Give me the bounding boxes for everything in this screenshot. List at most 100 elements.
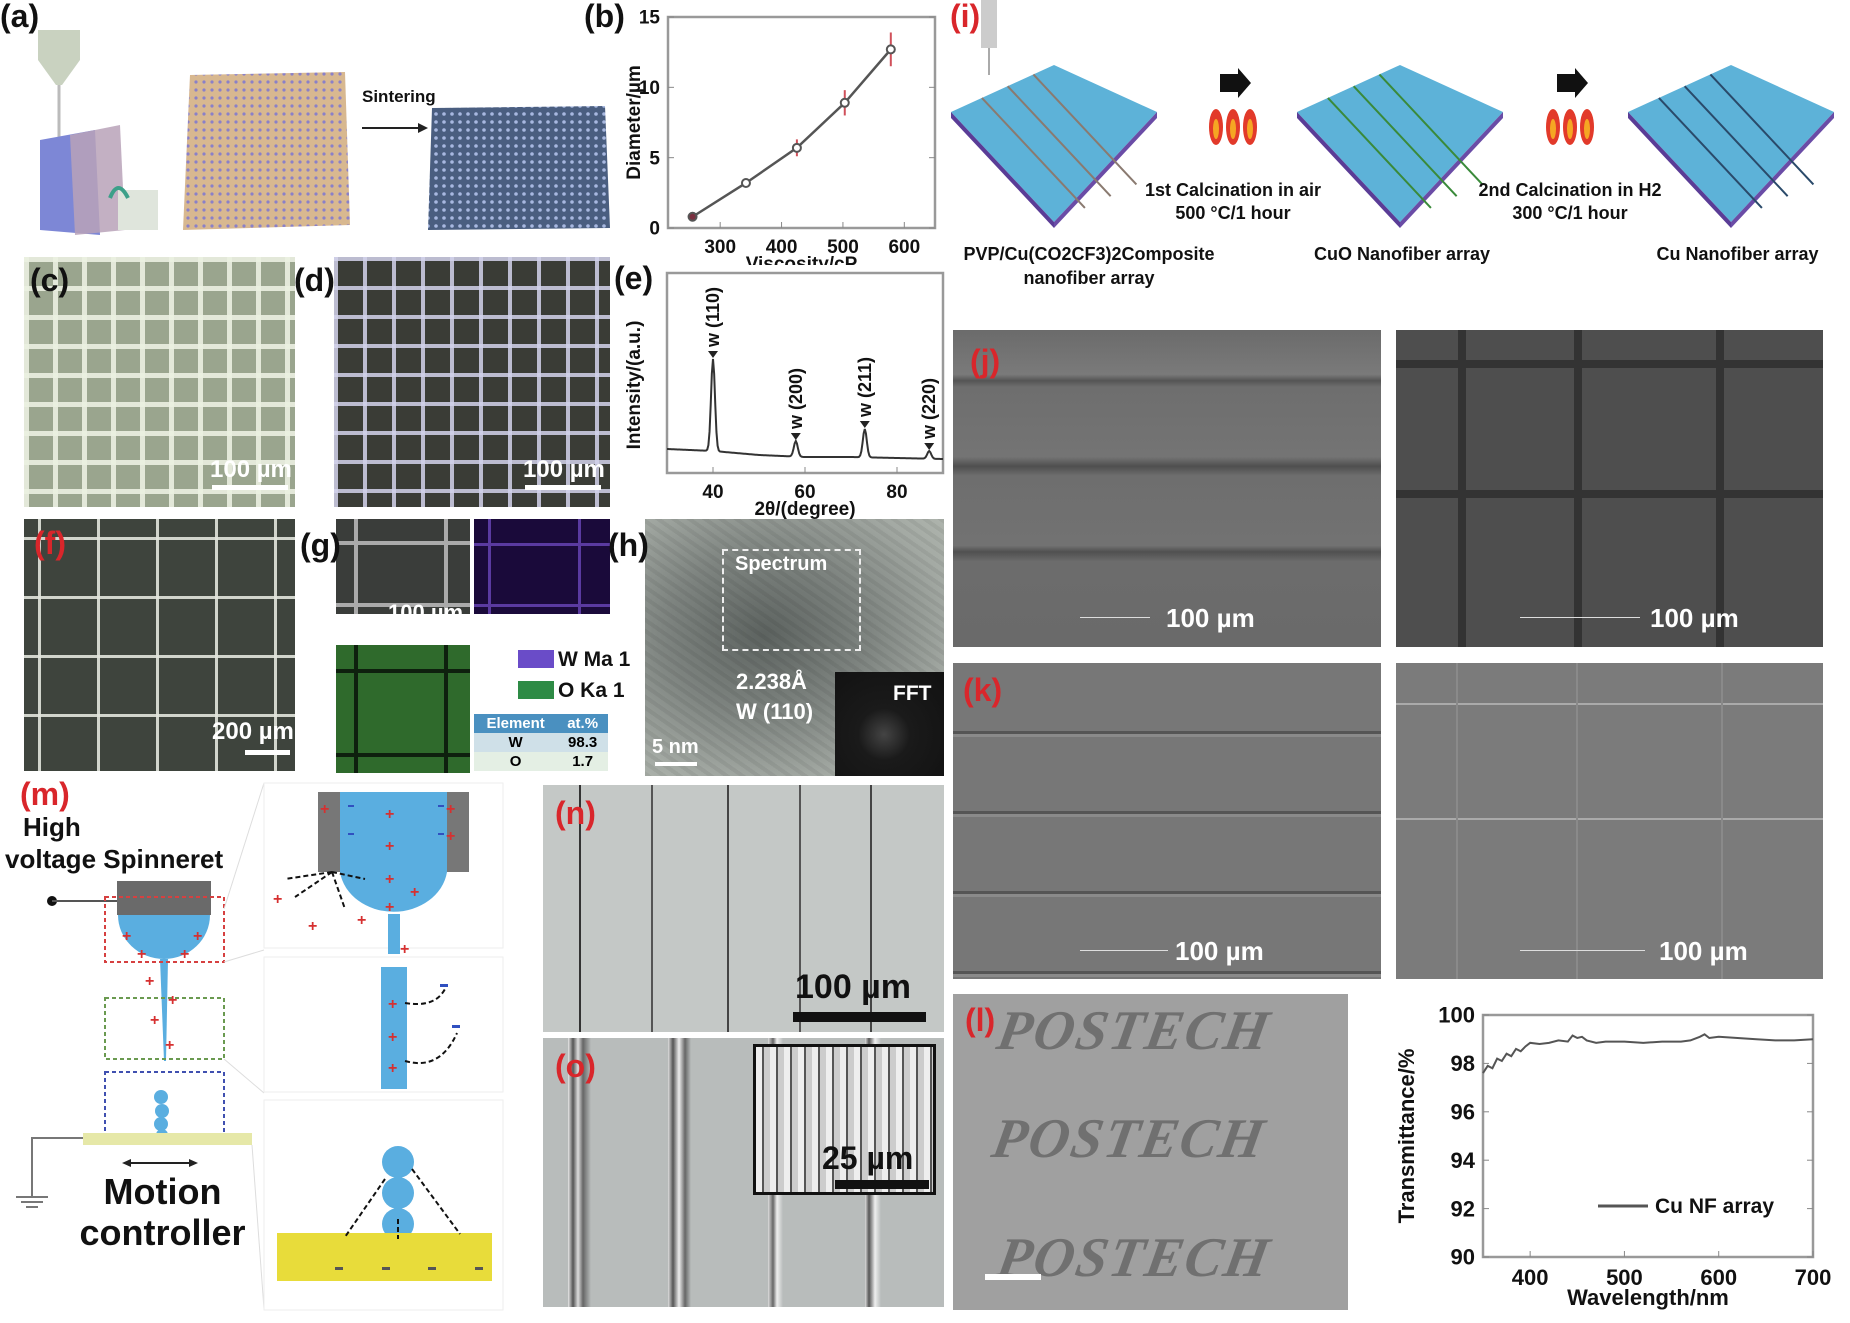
data-point <box>740 177 751 188</box>
x-tick-label: 600 <box>1700 1265 1737 1290</box>
nanofiber-line <box>1327 97 1432 209</box>
sem-image-j-right <box>1396 330 1823 647</box>
nanofiber-line <box>1658 97 1763 209</box>
svg-text:+: + <box>446 828 455 845</box>
svg-text:+: + <box>122 928 131 945</box>
postech-logo: POSTECH <box>987 1108 1271 1170</box>
plane-label: W (110) <box>736 699 814 724</box>
substrate-edge <box>951 112 1054 228</box>
svg-text:+: + <box>168 992 177 1009</box>
y-tick-label: 0 <box>649 219 660 240</box>
inset-o <box>753 1044 936 1195</box>
x-tick-label: 400 <box>1512 1265 1549 1290</box>
legend-label: Cu NF array <box>1655 1195 1774 1218</box>
data-point <box>687 211 698 222</box>
stage1-line1: PVP/Cu(CO2CF3)2Composite <box>963 244 1215 264</box>
svg-text:+: + <box>385 838 394 855</box>
scale-label-c: 100 µm <box>210 456 292 483</box>
collector-plate <box>277 1233 492 1281</box>
motion-label-line2: controller <box>79 1212 246 1253</box>
svg-text:+: + <box>193 928 202 945</box>
substrate-edge <box>1731 112 1834 228</box>
panel-label-d: (d) <box>294 262 335 298</box>
flame-icon <box>1546 109 1594 145</box>
nanofiber-line <box>1378 73 1484 186</box>
plot-frame <box>1481 1013 1815 1259</box>
micrograph-f <box>24 519 295 771</box>
w-map-g <box>474 519 610 614</box>
scale-bar-k-right <box>1520 950 1645 951</box>
substrate-edge <box>1628 112 1731 228</box>
nanofiber-line <box>1032 73 1138 186</box>
scale-label-f: 200 µm <box>212 718 294 745</box>
nanofiber-line <box>1709 73 1815 186</box>
data-point <box>791 142 802 153</box>
panel-label-c: (c) <box>30 262 70 298</box>
svg-text:+: + <box>273 891 282 908</box>
peak-label: w (211) <box>855 357 875 418</box>
y-tick-label: 90 <box>1451 1245 1475 1270</box>
scale-label-j-left: 100 µm <box>1166 603 1255 633</box>
svg-text:+: + <box>385 899 394 916</box>
syringe-icon <box>38 30 80 60</box>
x-tick-label: 500 <box>1606 1265 1643 1290</box>
y-tick-label: 98 <box>1451 1051 1475 1076</box>
x-axis-label: Viscosity/cP <box>746 254 858 265</box>
panel-label-n: (n) <box>555 795 596 831</box>
scale-bar-k-left <box>1080 950 1168 951</box>
legend-label-o: O Ka 1 <box>558 679 625 702</box>
scale-bar-c <box>212 485 288 490</box>
stage3-label: Cu Nanofiber array <box>1656 244 1819 264</box>
scale-label-g: 100 µm <box>388 600 464 625</box>
svg-text:+: + <box>165 1037 174 1054</box>
micrograph-d <box>334 257 610 507</box>
svg-text:+: + <box>180 946 189 963</box>
substrate-slab <box>1297 65 1503 222</box>
x-tick-label: 40 <box>702 482 723 503</box>
x-tick-label: 400 <box>766 237 798 258</box>
spinneret-label-line2: voltage Spinneret <box>5 844 224 874</box>
xrd-pattern <box>666 358 944 460</box>
sintering-label: Sintering <box>362 87 436 106</box>
scale-bar-g <box>405 630 453 634</box>
panel-label-b: (b) <box>584 0 625 34</box>
scale-bar-n <box>793 1012 926 1022</box>
panel-label-j: (j) <box>970 343 1001 379</box>
stage2-label: CuO Nanofiber array <box>1313 244 1491 264</box>
y-axis-label: Intensity/(a.u.) <box>624 321 645 450</box>
y-axis-label: Transmittance/% <box>1394 1049 1419 1224</box>
ground-icon <box>16 1196 48 1208</box>
data-point <box>885 44 896 55</box>
photo-l: POSTECH POSTECH POSTECH <box>953 994 1348 1310</box>
scale-label-j-right: 100 µm <box>1650 603 1739 633</box>
sem-image-g <box>336 519 470 614</box>
scale-bar-o <box>835 1180 929 1189</box>
green-mesh <box>183 72 350 230</box>
y-tick-label: 5 <box>649 148 660 169</box>
spinneret-label-line1: High <box>23 812 81 842</box>
table-cell: O <box>509 753 522 770</box>
x-tick-label: 600 <box>888 237 920 258</box>
scale-bar-d <box>525 485 601 490</box>
d-spacing-label: 2.238Å <box>736 669 807 694</box>
x-tick-label: 60 <box>794 482 815 503</box>
y-tick-label: 15 <box>639 8 661 29</box>
sem-image-j-left <box>953 330 1381 647</box>
panel-label-e: (e) <box>614 260 654 296</box>
svg-text:+: + <box>357 912 366 929</box>
panel-i-schematic <box>951 0 1834 228</box>
fft-inset <box>835 672 944 776</box>
panel-label-m: (m) <box>20 776 70 812</box>
panel-label-h: (h) <box>608 527 649 563</box>
scale-label-d: 100 µm <box>523 456 605 483</box>
svg-text:+: + <box>150 1012 159 1029</box>
substrate-slab <box>951 65 1157 222</box>
panel-label-k: (k) <box>963 672 1003 708</box>
x-tick-label: 300 <box>704 237 736 258</box>
table-header: Element <box>486 715 545 732</box>
x-tick-label: 700 <box>1795 1265 1832 1290</box>
